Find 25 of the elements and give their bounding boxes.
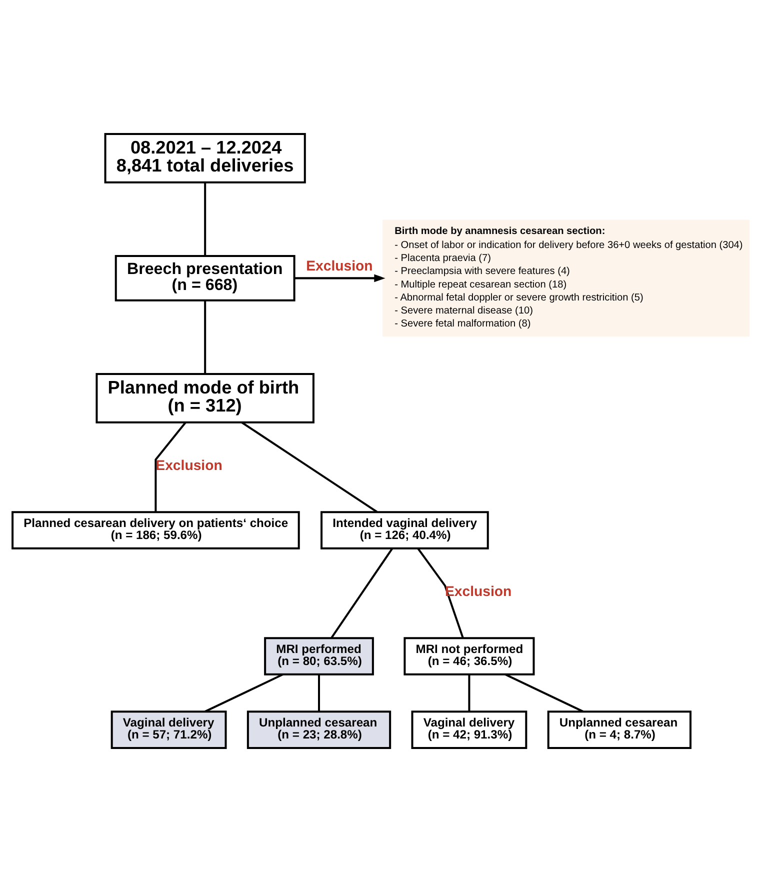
connector <box>468 674 470 712</box>
node-box: Birth mode by anamnesis cesarean section: - Onset of labor or indication for delivery before 36+0 weeks of gestation (304) - Placenta praevia (7) - Preeclampsia with severe features (4) - Multiple repeat cesarean section (18) - Abnormal fetal doppler or severe growth restricition (5) - Severe maternal disease (10) - Severe fetal malformation (8) <box>382 219 750 336</box>
node-box: MRI performed (n = 80; 63.5%) <box>264 636 374 675</box>
node-box: Vaginal delivery (n = 42; 91.3%) <box>411 710 528 748</box>
connector <box>504 672 584 712</box>
node-box: Planned mode of birth (n = 312) <box>96 372 314 423</box>
connector <box>204 182 206 256</box>
connector <box>241 421 378 512</box>
edge-label: Exclusion <box>306 256 373 273</box>
edge-label: Exclusion <box>156 456 222 472</box>
connector <box>154 421 186 512</box>
connector <box>318 674 320 712</box>
connector <box>330 547 394 638</box>
arrow <box>294 274 386 282</box>
node-box: Unplanned cesarean (n = 4; 8.7%) <box>547 710 692 748</box>
node-box: 08.2021 – 12.2024 8,841 total deliveries <box>104 132 306 183</box>
node-box: MRI not performed (n = 46; 36.5%) <box>404 636 535 675</box>
node-box: Unplanned cesarean (n = 23; 28.8%) <box>246 710 392 748</box>
connector <box>204 672 284 712</box>
node-box: Intended vaginal delivery (n = 126; 40.4%) <box>320 510 489 549</box>
connector <box>204 300 206 374</box>
node-box: Planned cesarean delivery on patients‘ choice (n = 186; 59.6%) <box>12 510 300 549</box>
connector <box>417 547 464 638</box>
node-box: Breech presentation (n = 668) <box>114 254 296 301</box>
node-box: Vaginal delivery (n = 57; 71.2%) <box>110 710 227 748</box>
